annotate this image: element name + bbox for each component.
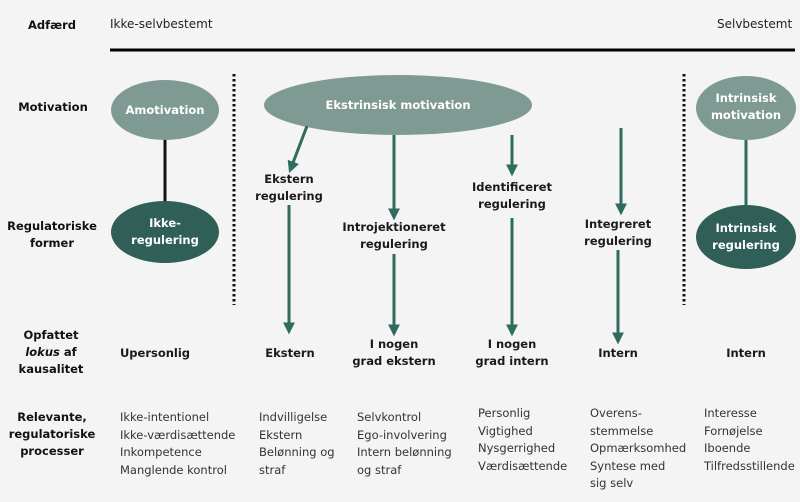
axis-left-label: Ikke-selvbestemt <box>110 17 213 31</box>
label-line: I nogen <box>369 337 419 351</box>
label-line: grad intern <box>475 354 549 368</box>
amotivation-label: Amotivation <box>125 103 205 117</box>
process-item: sig selv <box>590 476 634 490</box>
locus-introjected: I nogen grad ekstern <box>344 336 444 370</box>
locus-integrated: Intern <box>598 346 638 360</box>
label-line: Integreret <box>584 217 652 231</box>
integrated-regulation-label: Integreret regulering <box>573 216 663 250</box>
process-item: Personlig <box>478 406 531 420</box>
process-item: Værdisættende <box>478 458 568 473</box>
intrinsic-regulation-node <box>696 205 796 269</box>
row-label-regulatory-forms: Regulatoriske former <box>2 218 102 252</box>
row-label-line: Relevante, <box>17 410 87 424</box>
row-label-locus: Opfattet lokus af kausalitet <box>10 327 92 378</box>
process-item: Indvilligelse <box>259 410 328 424</box>
locus-identified: I nogen grad intern <box>462 336 562 370</box>
process-item: Ego-involvering <box>357 427 447 442</box>
intrinsic-motivation-node <box>696 76 796 140</box>
label-line: grad ekstern <box>352 354 436 368</box>
locus-external: Ekstern <box>265 346 315 360</box>
non-regulation-label: Ikke- regulering <box>111 215 219 249</box>
label-line: regulering <box>478 197 546 211</box>
process-item: Belønning og <box>259 445 335 459</box>
intrinsic-motivation-label: Intrinsisk motivation <box>696 90 796 124</box>
label-line: Ekstern <box>264 172 314 186</box>
processes-non: Ikke-intentionel Ikke-værdisættende Inko… <box>120 409 235 479</box>
process-item: Ikke-intentionel <box>120 410 210 424</box>
label-line: regulering <box>360 237 428 251</box>
label-line: regulering <box>584 234 652 248</box>
process-item: Tilfredsstillende <box>704 458 795 473</box>
process-item: Opmærksomhed <box>590 441 687 455</box>
process-item: Interesse <box>704 406 757 420</box>
label-line: Identificeret <box>471 180 553 194</box>
label-line: Introjektioneret <box>342 220 446 234</box>
processes-integrated: Overens- stemmelse Opmærksomhed Syntese … <box>590 405 686 493</box>
node-line: regulering <box>131 233 199 247</box>
process-item: Vigtighed <box>478 423 533 438</box>
row-label-line: Regulatoriske <box>7 219 97 233</box>
axis-right-label: Selvbestemt <box>717 17 793 31</box>
extrinsic-motivation-node <box>264 75 532 135</box>
node-line: regulering <box>712 238 780 252</box>
row-label-line: lokus af <box>10 344 92 361</box>
label-line: regulering <box>255 189 323 203</box>
process-item: Selvkontrol <box>357 410 422 424</box>
row-label-motivation: Motivation <box>18 100 88 114</box>
processes-introjected: Selvkontrol Ego-involvering Intern beløn… <box>357 409 452 479</box>
process-item: Nysgerrighed <box>478 441 556 455</box>
process-item: Fornøjelse <box>704 423 763 438</box>
process-item: Intern belønning <box>357 445 452 459</box>
identified-regulation-label: Identificeret regulering <box>462 179 562 213</box>
intrinsic-regulation-label: Intrinsisk regulering <box>696 220 796 254</box>
row-label-line: regulatoriske <box>8 427 96 441</box>
locus-non: Upersonlig <box>119 346 191 360</box>
process-item: Ikke-værdisættende <box>120 427 236 442</box>
row-label-line: former <box>29 236 75 250</box>
processes-external: Indvilligelse Ekstern Belønning og straf <box>259 409 335 479</box>
process-item: Syntese med <box>590 458 666 473</box>
amotivation-node <box>111 80 219 140</box>
process-item: Manglende kontrol <box>120 462 227 477</box>
row-label-line: processer <box>20 444 84 458</box>
lokus-italic: lokus <box>25 345 60 359</box>
label-line: I nogen <box>487 337 537 351</box>
external-regulation-label: Ekstern regulering <box>244 171 334 205</box>
row-label-fragment: af <box>59 345 77 359</box>
introjected-regulation-label: Introjektioneret regulering <box>334 219 454 253</box>
process-item: Iboende <box>704 441 751 455</box>
row-label-behavior: Adfærd <box>27 18 77 32</box>
extrinsic-motivation-label: Ekstrinsisk motivation <box>325 98 471 112</box>
node-line: motivation <box>710 108 782 122</box>
process-item: Inkompetence <box>120 445 202 459</box>
process-item: straf <box>259 462 286 477</box>
row-label-processes: Relevante, regulatoriske processer <box>4 409 100 460</box>
process-item: og straf <box>357 462 402 477</box>
node-line: Ikke- <box>149 216 181 230</box>
locus-intrinsic: Intern <box>726 346 766 360</box>
node-line: Intrinsisk <box>715 221 777 235</box>
processes-intrinsic: Interesse Fornøjelse Iboende Tilfredssti… <box>704 405 795 475</box>
row-label-line: kausalitet <box>18 362 84 376</box>
processes-identified: Personlig Vigtighed Nysgerrighed Værdisæ… <box>478 405 567 475</box>
row-label-line: Opfattet <box>23 328 79 342</box>
non-regulation-node <box>111 201 219 263</box>
process-item: Overens- <box>590 406 642 420</box>
arrow-to-external-regulation <box>287 125 309 174</box>
node-line: Intrinsisk <box>715 91 777 105</box>
process-item: stemmelse <box>590 423 654 438</box>
process-item: Ekstern <box>259 427 303 442</box>
